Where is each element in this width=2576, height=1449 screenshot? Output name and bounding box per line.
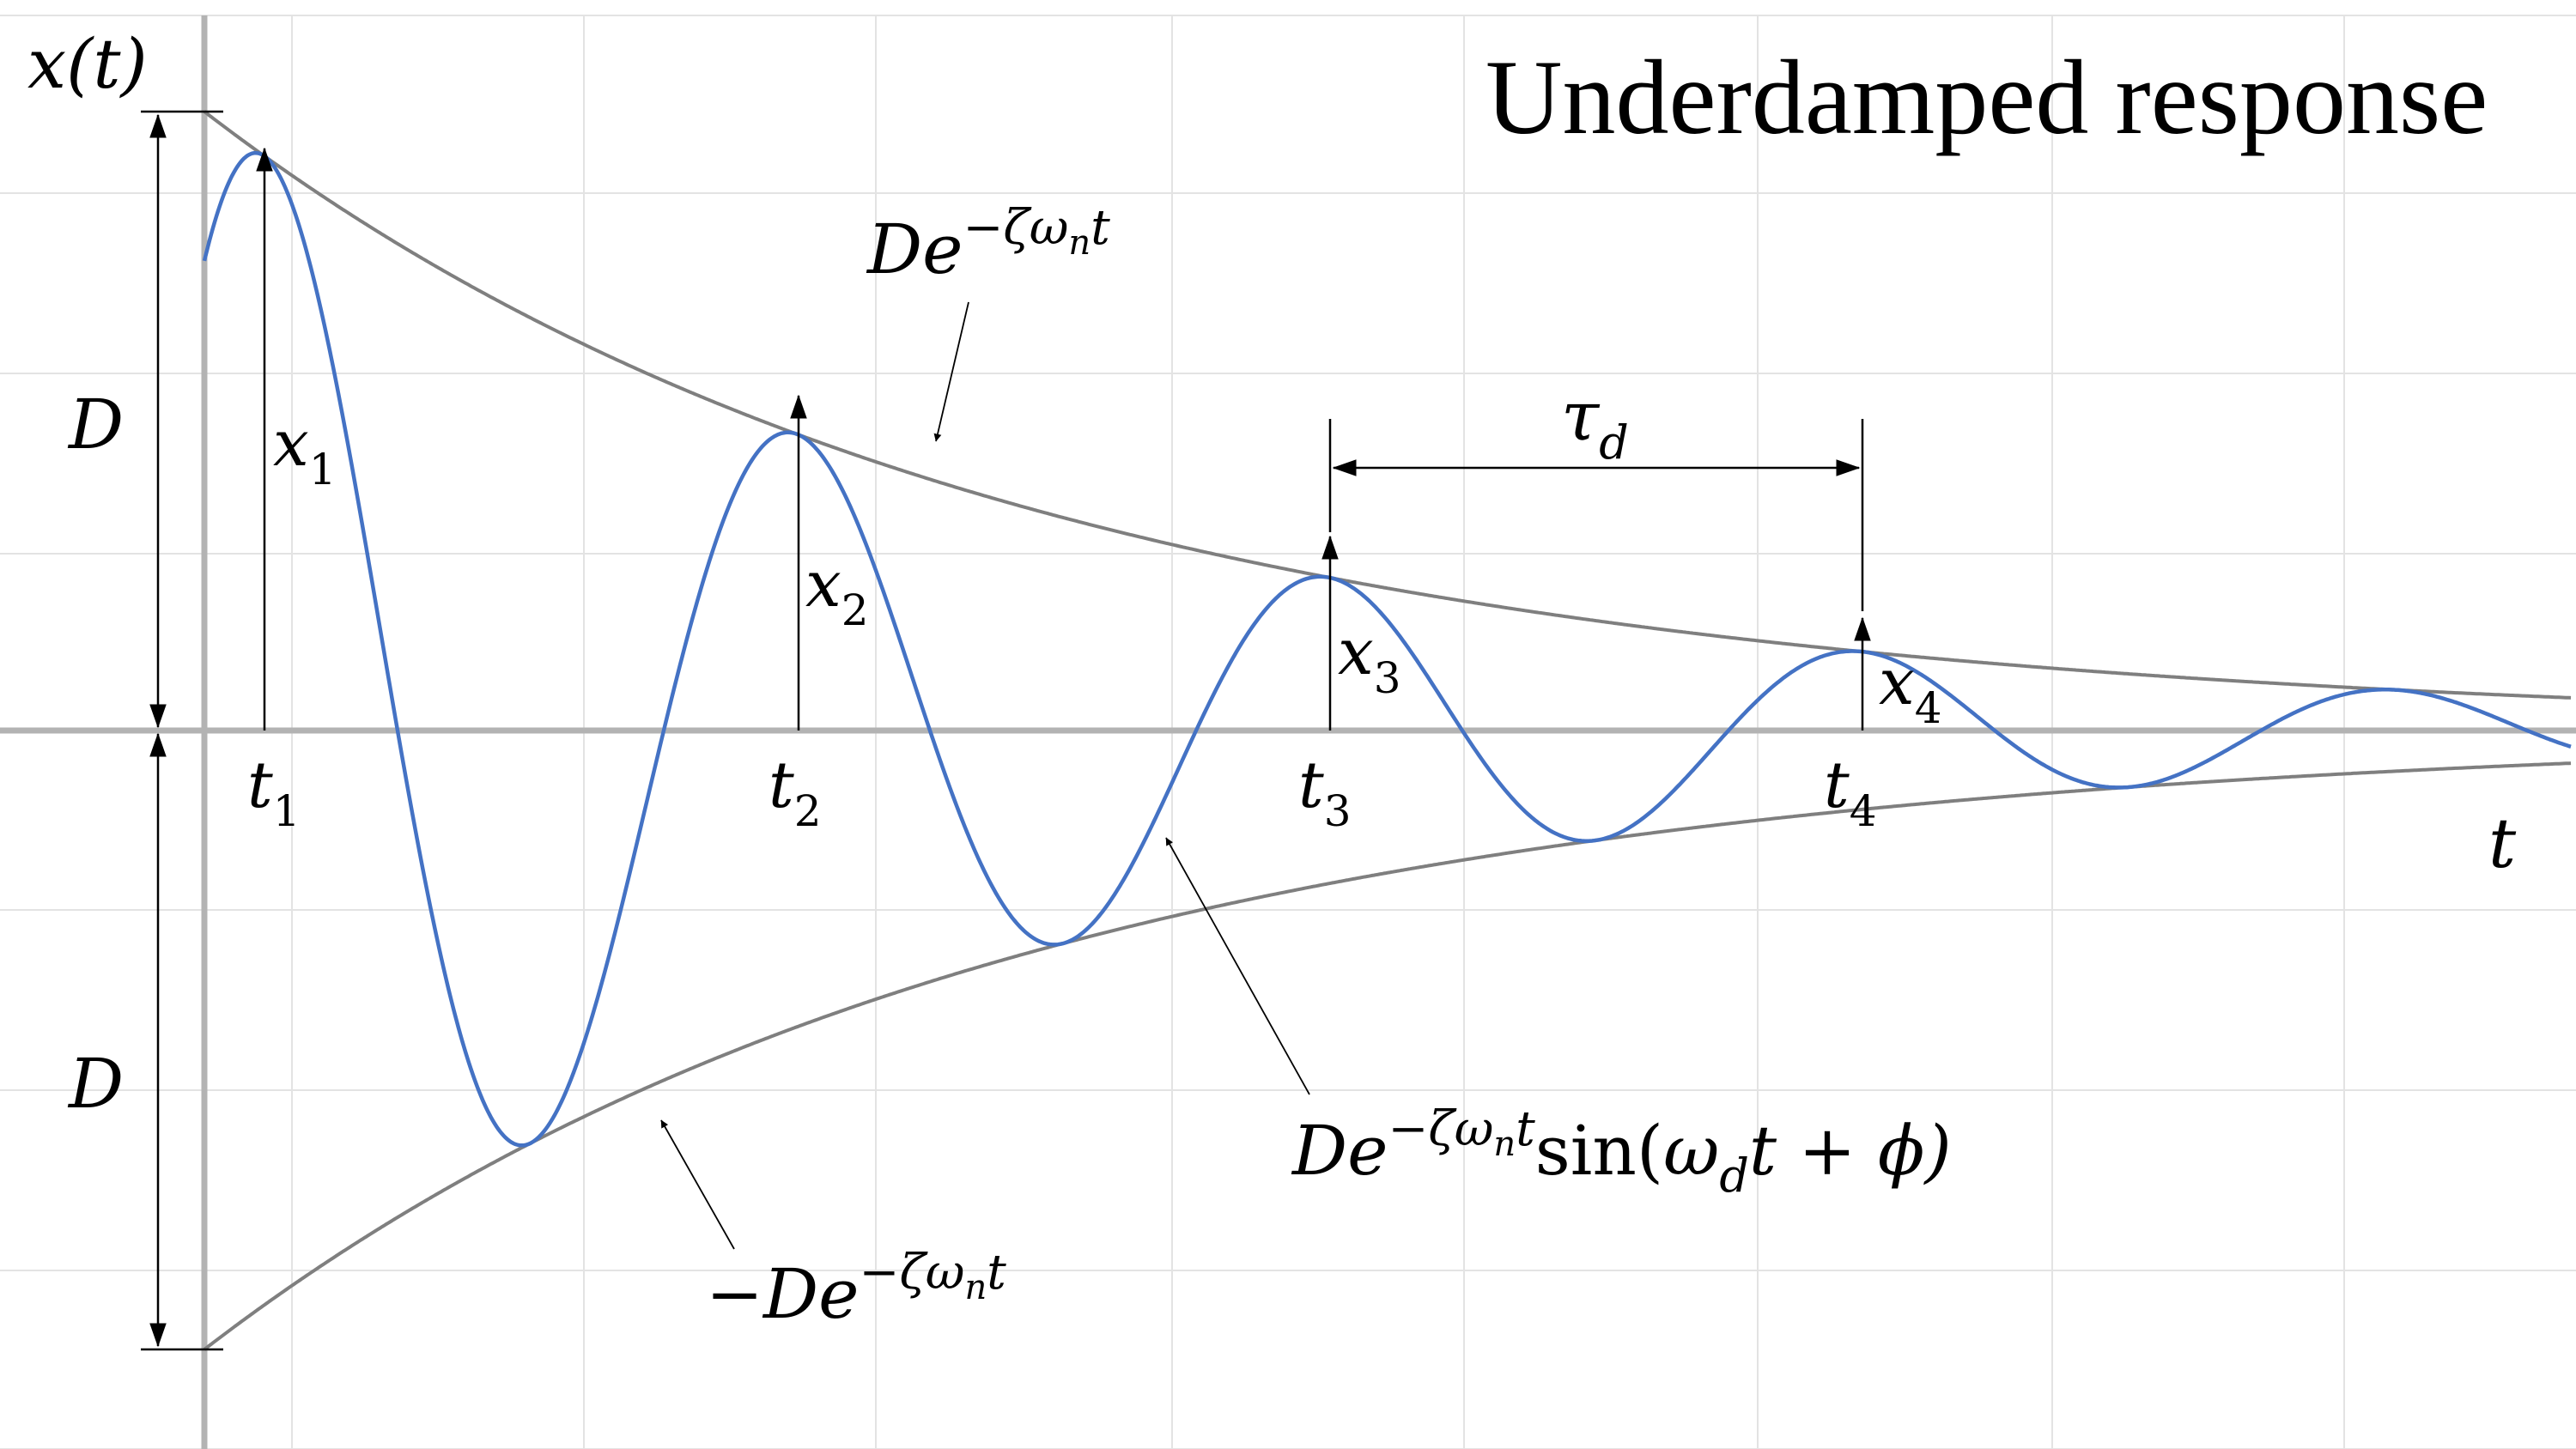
upper-envelope-label: De−ζωnt: [866, 200, 1110, 289]
lower-envelope-curve: [203, 761, 2572, 1351]
time-label-t2: t2: [769, 749, 822, 836]
amplitude-label-lower: D: [67, 1044, 124, 1124]
amplitude-label-upper: D: [67, 385, 124, 464]
damped-period-dimension: [1328, 419, 1864, 611]
time-label-t3: t3: [1298, 749, 1352, 836]
amplitude-bracket-lower: [141, 732, 223, 1351]
response-curve: [202, 150, 2572, 1148]
diagram-title: Underdamped response: [1485, 39, 2488, 156]
lower-envelope-label: −De−ζωnt: [706, 1245, 1006, 1334]
peak-label-x2: x2: [805, 548, 869, 635]
peak-label-x4: x4: [1879, 646, 1942, 733]
response-label: De−ζωntsin(ωdt + ϕ): [1291, 1101, 1952, 1203]
leader-lower-envelope: [660, 1119, 735, 1250]
time-label-t4: t4: [1824, 749, 1877, 836]
y-axis-label: x(t): [27, 24, 148, 104]
leader-response: [1165, 837, 1310, 1095]
peak-label-x1: x1: [273, 407, 337, 494]
damped-period-label: τd: [1561, 376, 1629, 470]
time-label-t1: t1: [247, 749, 301, 836]
upper-envelope-curve: [203, 110, 2572, 700]
x-axis-label: t: [2488, 803, 2517, 883]
leader-upper-envelope: [933, 301, 969, 442]
amplitude-bracket-upper: [141, 110, 223, 729]
peak-label-x3: x3: [1338, 615, 1401, 703]
